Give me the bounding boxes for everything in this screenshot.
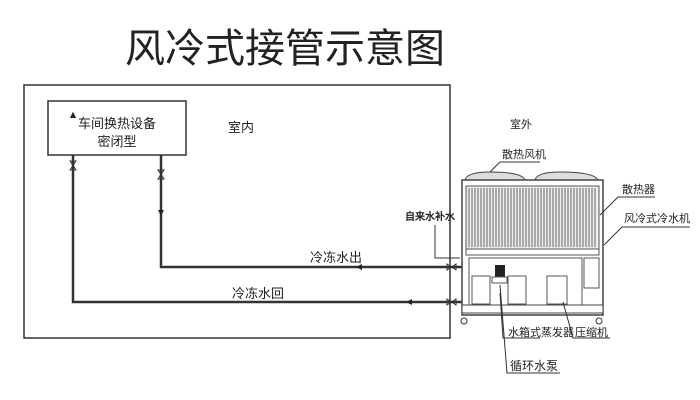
makeup-leader <box>434 225 460 259</box>
equipment-type: 密闭型 <box>97 134 136 150</box>
air-cooled-chiller: 室外 <box>460 117 604 325</box>
chilled-water-return-label: 冷冻水回 <box>232 286 284 302</box>
outdoor-label: 室外 <box>510 117 532 131</box>
equipment-label: 车间换热设备 <box>78 116 156 132</box>
indoor-label: 室内 <box>228 120 254 136</box>
diagram-title: 风冷式接管示意图 <box>125 26 445 72</box>
fan-label: 散热风机 <box>502 147 546 161</box>
workshop-heat-exchanger: 车间换热设备 密闭型 <box>47 100 187 156</box>
compressor-label: 压缩机 <box>575 325 608 339</box>
valve-icon <box>69 160 457 306</box>
indoor-boundary <box>23 84 451 339</box>
pump-label: 循环水泵 <box>510 359 558 373</box>
chilled-water-out-label: 冷冻水出 <box>310 250 362 266</box>
return-pipe <box>70 112 462 305</box>
label-leaders <box>489 161 690 374</box>
makeup-water-label: 自来水补水 <box>405 210 456 223</box>
chiller-label: 风冷式冷水机 <box>624 211 690 225</box>
radiator-label: 散热器 <box>622 182 655 196</box>
outlet-pipe <box>158 155 462 270</box>
evaporator-label: 水箱式蒸发器 <box>508 325 574 339</box>
